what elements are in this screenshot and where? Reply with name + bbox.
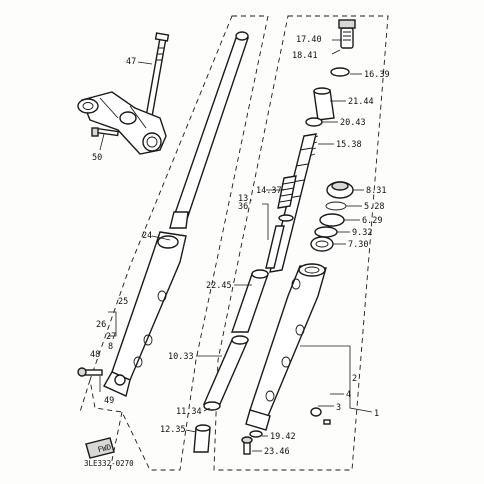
callout-4: 4	[346, 390, 351, 400]
callout-25: 25	[118, 297, 128, 307]
callout-14: 14.37	[256, 186, 282, 196]
callout-3: 3	[336, 403, 341, 413]
callout-7: 7.30	[348, 240, 368, 250]
washer-9	[314, 226, 338, 238]
callout-20: 20.43	[340, 118, 366, 128]
right-inner-tube	[202, 269, 269, 411]
callout-5: 5.28	[364, 202, 384, 212]
oil-seal	[326, 181, 354, 199]
bushing-7	[310, 236, 334, 252]
damper-rod-spring	[277, 175, 297, 222]
callout-17: 17.40	[296, 35, 322, 45]
front-direction-marker	[85, 437, 115, 459]
callout-11: 11.34	[176, 407, 202, 417]
left-axle-bolt	[77, 367, 103, 377]
left-outer-tube	[103, 231, 187, 397]
callout-9: 9.32	[352, 228, 372, 238]
callout-24: 24	[142, 231, 152, 241]
right-fork-group-boundary	[213, 15, 389, 471]
callout-26: 26	[96, 320, 106, 330]
steering-stem-assembly	[77, 32, 170, 155]
fwd-stamp-text: FWD	[97, 442, 113, 454]
damper-rod	[265, 225, 285, 269]
callout-2: 2	[352, 374, 357, 384]
callout-6: 6.29	[362, 216, 382, 226]
callout-16: 16.39	[364, 70, 390, 80]
callout-8: 8.31	[366, 186, 386, 196]
callout-27: 27	[106, 332, 116, 342]
spacer	[313, 87, 335, 121]
callout-49: 47	[126, 57, 136, 67]
callout-21: 21.44	[348, 97, 374, 107]
lower-left-bracket-line	[79, 379, 123, 471]
callout-15: 15.38	[336, 140, 362, 150]
callout-50: 50	[92, 153, 102, 163]
stem-bolt	[91, 127, 119, 137]
clip	[325, 201, 347, 211]
washer-20	[305, 117, 323, 127]
dust-seal	[319, 213, 345, 227]
callout-19: 19.42	[270, 432, 296, 442]
callout-22: 22.45	[206, 281, 232, 291]
right-outer-tube	[245, 263, 327, 431]
callout-10: 10.33	[168, 352, 194, 362]
callout-18: 18.41	[292, 51, 318, 61]
left-fork-group-boundary	[89, 15, 269, 471]
callout-36: 36	[238, 202, 248, 212]
left-inner-tube	[169, 31, 249, 229]
bottom-bolt	[241, 436, 253, 455]
callout-23: 23.46	[264, 447, 290, 457]
cap-bolt	[338, 19, 356, 49]
callout-47: 48	[90, 350, 100, 360]
o-ring	[330, 67, 350, 77]
callout-8b: 8	[108, 342, 113, 352]
tube-bushing	[193, 424, 211, 453]
callout-13: 13.	[238, 194, 253, 204]
callout-12: 12.35	[160, 425, 186, 435]
leader-lines	[99, 39, 373, 452]
callout-48: 49	[104, 396, 114, 406]
callout-1: 1	[374, 409, 379, 419]
gasket-19	[249, 430, 263, 438]
drawing-code: 3LE332-0270	[84, 459, 134, 468]
drain-screw	[310, 407, 331, 425]
